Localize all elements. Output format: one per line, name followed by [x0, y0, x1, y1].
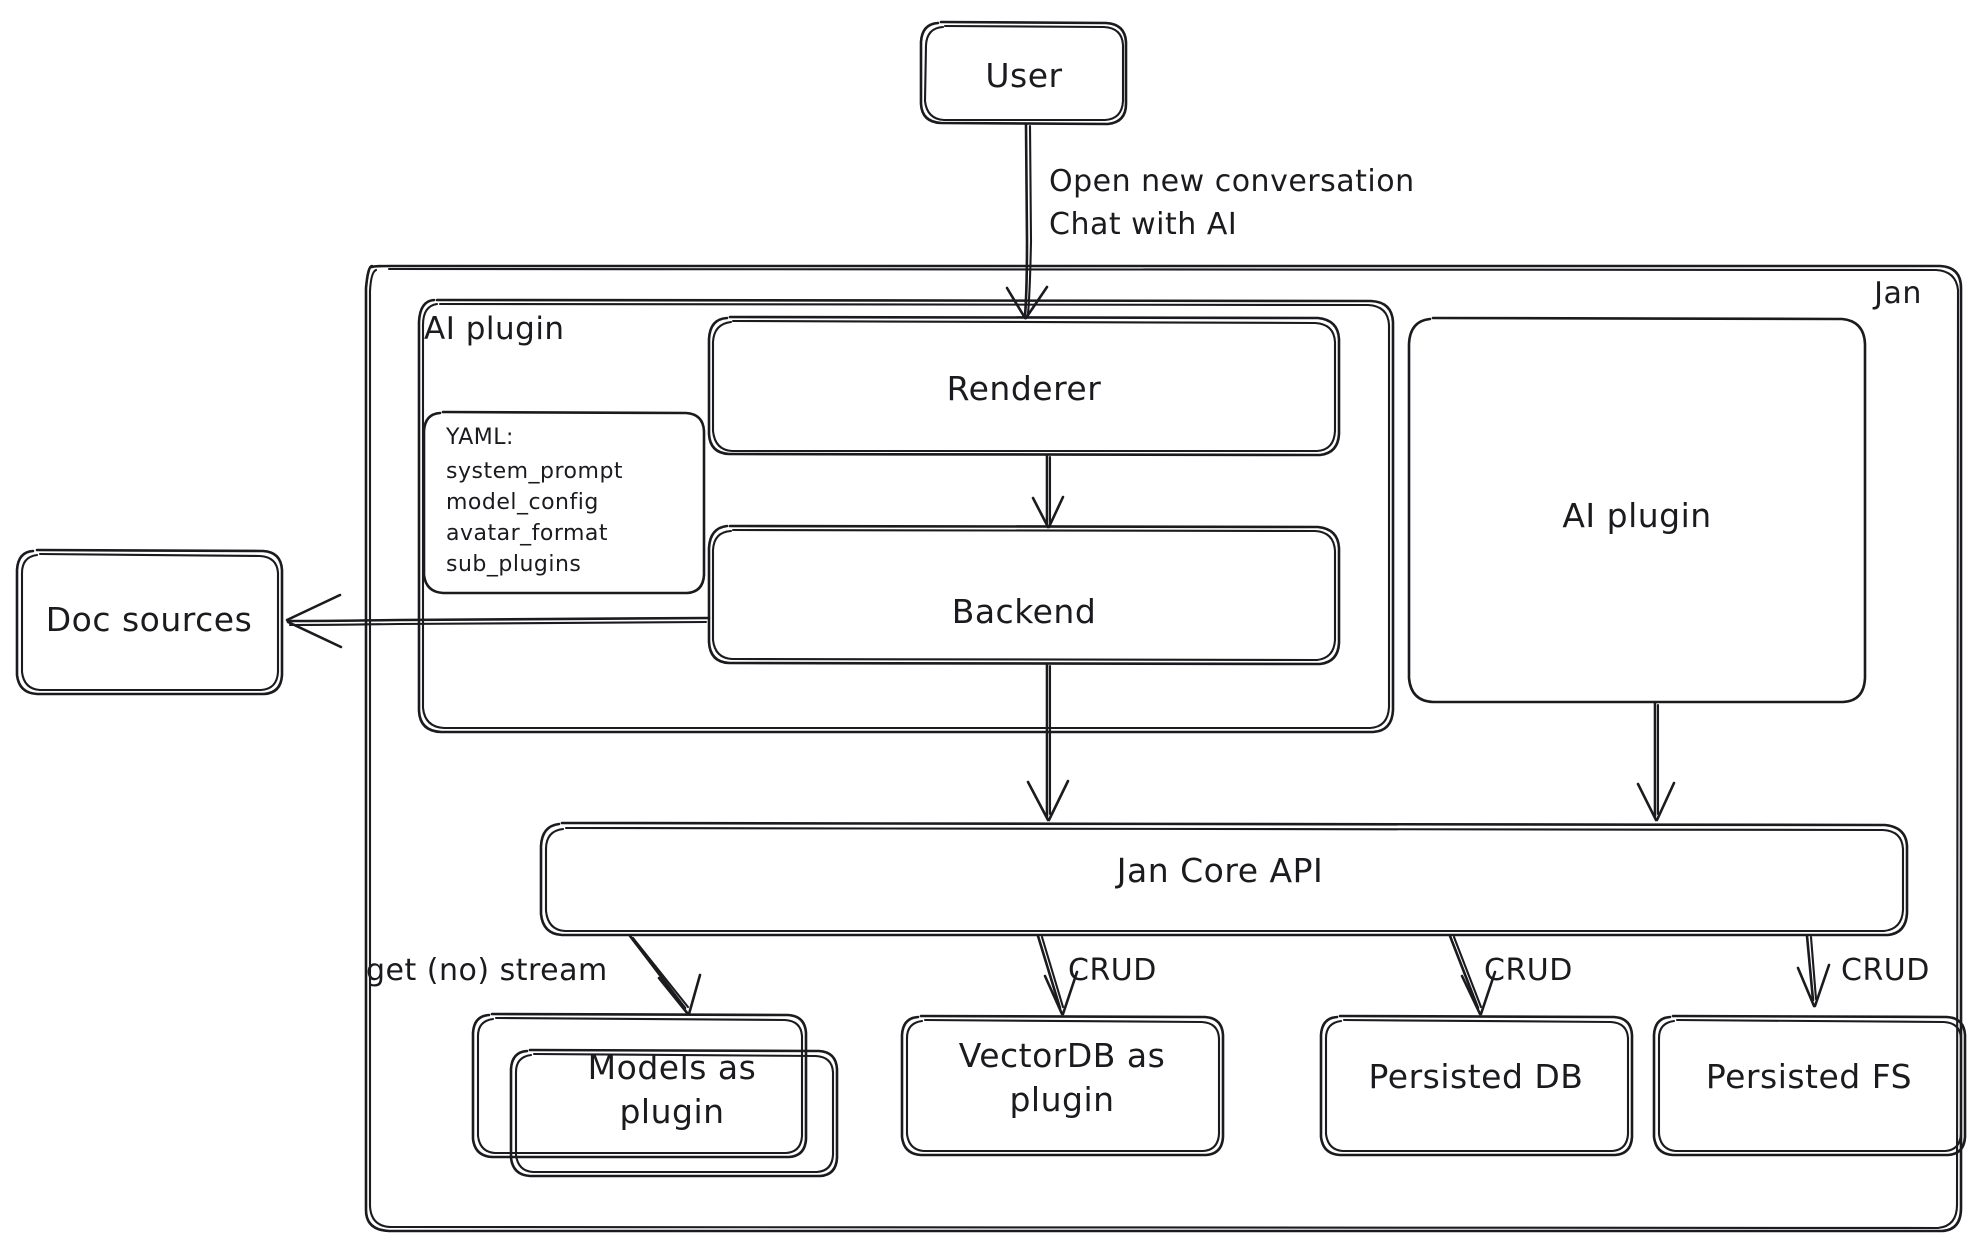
edge-renderer-to-backend	[1031, 453, 1065, 529]
edge-ai-plugin-to-jan-core-api	[1636, 701, 1676, 822]
node-renderer-label[interactable]: Renderer	[946, 369, 1102, 408]
container-jan-outline	[364, 264, 1963, 1233]
node-vectordb-plugin-outline	[900, 1014, 1225, 1157]
edge-label-chat-with-ai: Chat with AI	[1049, 207, 1238, 242]
edge-label-open-new-conversation: Open new conversation	[1049, 164, 1415, 199]
node-models-plugin-label[interactable]: Models as plugin	[587, 1048, 757, 1131]
node-user-outline	[919, 20, 1128, 126]
container-ai-plugin-group-outline	[417, 298, 1395, 734]
node-persisted-db-label[interactable]: Persisted DB	[1368, 1057, 1584, 1096]
edge-jan-core-api-to-persisted-fs	[1796, 934, 1831, 1008]
node-backend-outline	[707, 524, 1341, 666]
yaml-note-header: YAML:	[446, 425, 514, 450]
edge-backend-to-doc-sources	[285, 593, 711, 649]
node-persisted-fs-outline	[1652, 1014, 1967, 1157]
container-jan-label: Jan	[1874, 276, 1922, 311]
yaml-note-item-system-prompt: system_prompt	[446, 459, 624, 484]
edge-label-crud-vectordb: CRUD	[1068, 953, 1157, 988]
node-jan-core-api-label[interactable]: Jan Core API	[1116, 851, 1324, 890]
node-doc-sources-outline	[15, 548, 284, 696]
edge-user-to-renderer	[1005, 122, 1049, 320]
yaml-note-item-model-config: model_config	[446, 490, 599, 515]
node-renderer-outline	[707, 315, 1341, 457]
edge-label-crud-persisted-db: CRUD	[1484, 953, 1573, 988]
node-yaml-note-outline	[422, 410, 706, 595]
yaml-note-item-sub-plugins: sub_plugins	[446, 552, 582, 577]
edge-jan-core-api-to-persisted-db	[1448, 934, 1497, 1016]
edge-label-get-no-stream: get (no) stream	[366, 953, 608, 988]
node-user-label[interactable]: User	[985, 56, 1063, 95]
edge-backend-to-jan-core-api	[1026, 662, 1070, 822]
node-persisted-fs-label[interactable]: Persisted FS	[1705, 1057, 1913, 1096]
node-vectordb-plugin-label[interactable]: VectorDB as plugin	[958, 1036, 1166, 1119]
yaml-note-item-avatar-format: avatar_format	[446, 521, 609, 546]
node-jan-core-api-outline	[539, 821, 1909, 937]
node-models-plugin-outline	[471, 1012, 839, 1178]
edge-jan-core-api-to-models-plugin	[628, 934, 702, 1016]
edge-label-crud-persisted-fs: CRUD	[1841, 953, 1930, 988]
node-persisted-db-outline	[1319, 1014, 1634, 1157]
container-ai-plugin-group-label: AI plugin	[424, 311, 565, 347]
edge-jan-core-api-to-vectordb-plugin	[1036, 934, 1079, 1016]
node-ai-plugin-outline	[1407, 316, 1867, 704]
node-doc-sources-label[interactable]: Doc sources	[45, 600, 253, 639]
node-ai-plugin-label[interactable]: AI plugin	[1562, 496, 1712, 535]
node-backend-label[interactable]: Backend	[951, 592, 1097, 631]
